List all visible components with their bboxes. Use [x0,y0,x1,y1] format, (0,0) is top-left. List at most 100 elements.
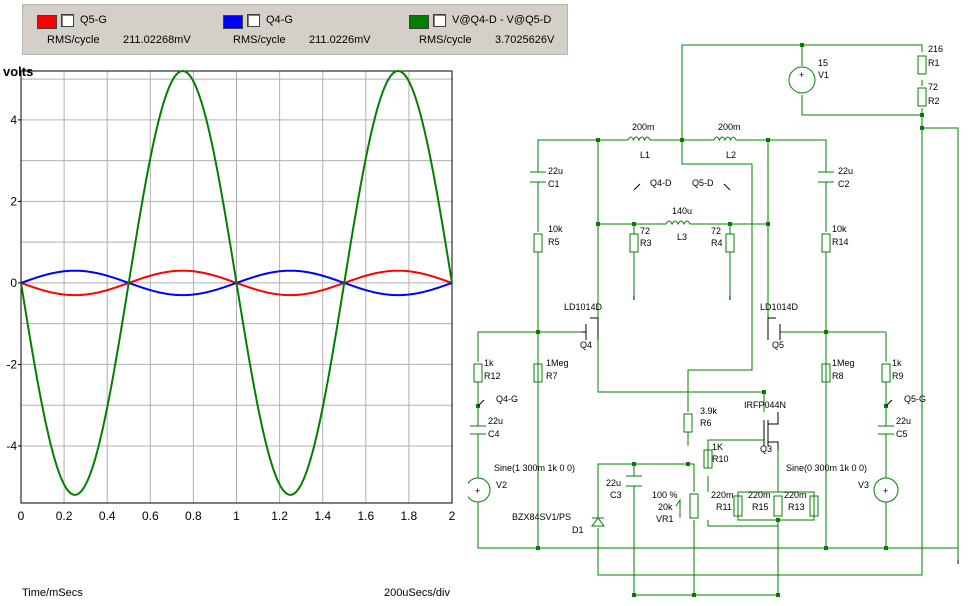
component-label: 72 [928,82,938,92]
x-axis-label: Time/mSecs [22,587,83,599]
x-tick-label: 2 [449,509,456,523]
component-label: C5 [896,429,908,439]
series-color-swatch[interactable] [409,15,429,29]
measurement-label: RMS/cycle [419,34,472,46]
component-label: 100 % [652,490,678,500]
component-label: Sine(1 300m 1k 0 0) [494,463,575,473]
x-tick-label: 1.2 [271,509,288,523]
capacitors [470,171,894,487]
component-label: Q4-D [650,178,672,188]
x-tick-labels: 0 0.2 0.4 0.6 0.8 1 1.2 1.4 1.6 1.8 2 [18,509,456,523]
component-label: 220m [711,490,734,500]
resistors [473,55,927,519]
component-label: 20k [658,502,673,512]
component-label: 200m [632,122,655,132]
inductors [627,136,737,226]
component-label: IRFP044N [744,400,786,410]
series-color-swatch[interactable] [223,15,243,29]
component-label: VR1 [656,514,674,524]
measurement-value: 211.0226mV [309,34,371,46]
component-label: R7 [546,371,558,381]
component-label: 10k [548,224,563,234]
component-label: 22u [548,166,563,176]
series-name: Q5-G [80,14,107,26]
component-label: 1Meg [546,358,569,368]
y-tick-label: 4 [10,113,17,127]
zener-diode [591,517,605,527]
component-label: V1 [818,70,829,80]
component-label: R11 [716,502,732,512]
x-tick-label: 1.4 [314,509,331,523]
component-label: 216 [928,44,943,54]
x-tick-label: 0.8 [185,509,202,523]
component-label: 1k [892,358,902,368]
component-label: R15 [752,502,769,512]
component-label: R8 [832,371,844,381]
x-tick-label: 0 [18,509,25,523]
component-label: BZX84SV1/PS [512,512,571,522]
component-label: 200m [718,122,741,132]
component-label: 10k [832,224,847,234]
component-label: R1 [928,58,940,68]
component-label: Q5-G [904,394,926,404]
legend-entry-q5g: Q5-G RMS/cycle 211.02268mV [27,11,207,51]
x-tick-label: 0.6 [142,509,159,523]
series-checkbox[interactable] [247,14,260,27]
transistors [582,317,781,450]
component-label: 140u [672,206,692,216]
series-checkbox[interactable] [61,14,74,27]
component-label: 220m [784,490,807,500]
x-tick-label: 1.8 [401,509,418,523]
measurement-label: RMS/cycle [233,34,286,46]
legend-bar: Q5-G RMS/cycle 211.02268mV Q4-G RMS/cycl… [22,4,568,55]
circuit-schematic[interactable]: + + + 216R172R215V1200mL1200mL222uC122uC… [468,0,972,606]
series-line-2 [20,69,453,496]
svg-text:+: + [883,486,888,496]
voltage-sources: + + + [468,66,899,503]
component-label: 3.9k [700,406,718,416]
component-label: Q4 [580,340,592,350]
component-label: R12 [484,371,501,381]
plot-series [20,69,453,496]
component-label: Sine(0 300m 1k 0 0) [786,463,867,473]
component-label: V2 [496,480,507,490]
component-label: R2 [928,96,940,106]
series-checkbox[interactable] [433,14,446,27]
component-label: L3 [677,232,687,242]
series-name: Q4-G [266,14,293,26]
x-tick-label: 1.6 [357,509,374,523]
component-label: R10 [712,454,729,464]
y-tick-label: -2 [6,357,17,371]
component-label: Q5-D [692,178,714,188]
component-label: 22u [896,416,911,426]
component-label: C2 [838,179,850,189]
component-label: 1K [712,442,723,452]
x-tick-label: 0.4 [99,509,116,523]
component-label: D1 [572,525,584,535]
component-label: LD1014D [564,302,603,312]
component-label: 220m [748,490,771,500]
component-label: 15 [818,58,828,68]
component-label: C1 [548,179,560,189]
component-label: LD1014D [760,302,799,312]
series-name: V@Q4-D - V@Q5-D [452,14,552,26]
svg-text:+: + [799,70,804,80]
legend-entry-q4g: Q4-G RMS/cycle 211.0226mV [213,11,393,51]
y-tick-label: -4 [6,439,17,453]
component-label: R13 [788,502,805,512]
component-label: 72 [711,226,721,236]
component-label: R3 [640,238,652,248]
y-tick-label: 2 [10,194,17,208]
component-label: L1 [640,150,650,160]
x-tick-label: 0.2 [56,509,73,523]
y-tick-labels: 420-2-4 [6,113,21,453]
x-tick-label: 1 [233,509,240,523]
series-color-swatch[interactable] [37,15,57,29]
component-label: R4 [711,238,723,248]
component-label: V3 [858,480,869,490]
component-label: L2 [726,150,736,160]
component-label: R9 [892,371,904,381]
component-label: 1Meg [832,358,855,368]
component-label: C3 [610,490,622,500]
